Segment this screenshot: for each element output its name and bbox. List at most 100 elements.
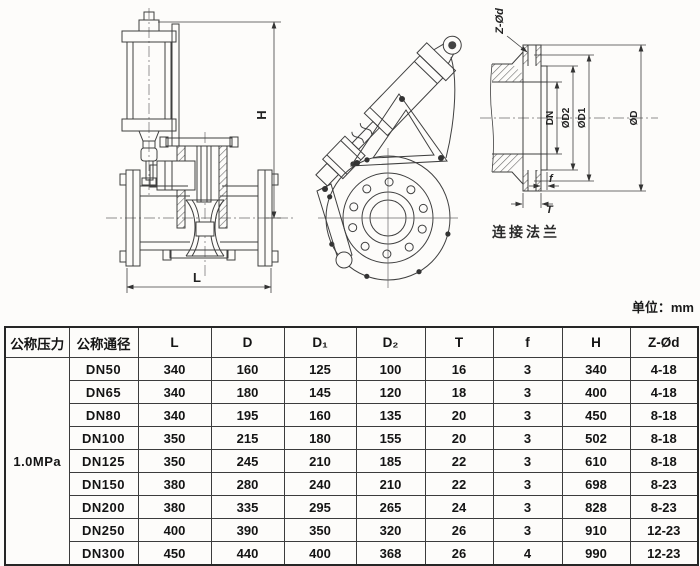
- cell: 3: [492, 357, 563, 381]
- cell: 340: [137, 357, 212, 381]
- cell: 450: [137, 541, 212, 566]
- cell: 4: [492, 541, 563, 566]
- cell: 3: [492, 472, 563, 496]
- cell: 155: [355, 426, 426, 450]
- header-row: 公称压力 公称通径 L D D₁ D₂ T f H Z-Ød: [4, 326, 699, 358]
- cell: DN250: [68, 518, 139, 542]
- cell: 240: [283, 472, 357, 496]
- cell: 320: [355, 518, 426, 542]
- cell: 400: [561, 380, 631, 404]
- cell: DN50: [68, 357, 139, 381]
- cell: 4-18: [629, 380, 699, 404]
- cell: 390: [210, 518, 285, 542]
- cell: DN200: [68, 495, 139, 519]
- table-row: DN200 380 335 295 265 24 3 828 8-23: [5, 495, 699, 519]
- cell: 380: [137, 495, 212, 519]
- d2-label: ØD2: [561, 107, 572, 128]
- cell: 340: [137, 403, 212, 427]
- table-row: DN100 350 215 180 155 20 3 502 8-18: [5, 426, 699, 450]
- cell: 295: [283, 495, 357, 519]
- cell: 16: [424, 357, 494, 381]
- table-row: DN65 340 180 145 120 18 3 400 4-18: [5, 380, 699, 404]
- table-row: 1.0MPa DN50 340 160 125 100 16 3 340 4-1…: [4, 357, 699, 566]
- cell: 3: [492, 449, 563, 473]
- cell: 340: [561, 357, 631, 381]
- bolt-count-label: Z-Ød: [494, 8, 506, 35]
- cell: 4-18: [629, 357, 699, 381]
- column-header-T: T: [424, 326, 494, 358]
- cell: 20: [424, 403, 494, 427]
- column-header-f: f: [492, 326, 563, 358]
- cell: 3: [492, 518, 563, 542]
- table-row: DN250 400 390 350 320 26 3 910 12-23: [5, 518, 699, 542]
- cell: DN300: [68, 541, 139, 566]
- column-header-Zd: Z-Ød: [629, 326, 699, 358]
- cell: 245: [210, 449, 285, 473]
- cell: 350: [137, 449, 212, 473]
- cell: 400: [137, 518, 212, 542]
- cell: 22: [424, 449, 494, 473]
- cell: 100: [355, 357, 426, 381]
- cell: 135: [355, 403, 426, 427]
- cell: 8-23: [629, 495, 699, 519]
- column-header-D: D: [210, 326, 285, 358]
- cell: 280: [210, 472, 285, 496]
- cell: 185: [355, 449, 426, 473]
- cell: 24: [424, 495, 494, 519]
- cell: 828: [561, 495, 631, 519]
- cell: 195: [210, 403, 285, 427]
- cell: 8-23: [629, 472, 699, 496]
- flange-caption: 连接法兰: [492, 224, 560, 240]
- f-label: f: [549, 173, 554, 185]
- dim-label-l: L: [193, 270, 201, 285]
- cell: 3: [492, 380, 563, 404]
- cell: 350: [283, 518, 357, 542]
- cell: 450: [561, 403, 631, 427]
- cell: 210: [355, 472, 426, 496]
- cell: 440: [210, 541, 285, 566]
- cell: 26: [424, 541, 494, 566]
- cell: 12-23: [629, 518, 699, 542]
- pressure-value-cell: 1.0MPa: [4, 357, 70, 566]
- front-view-drawing: H L: [106, 8, 296, 293]
- cell: 22: [424, 472, 494, 496]
- cell: 3: [492, 426, 563, 450]
- table-row: DN150 380 280 240 210 22 3 698 8-23: [5, 472, 699, 496]
- dimension-table: 公称压力 公称通径 L D D₁ D₂ T f H Z-Ød 1.0MPa DN…: [4, 326, 699, 566]
- cell: 335: [210, 495, 285, 519]
- cell: 350: [137, 426, 212, 450]
- d-label: ØD: [629, 111, 640, 126]
- dim-label-h: H: [254, 110, 269, 119]
- cell: 698: [561, 472, 631, 496]
- cell: 180: [210, 380, 285, 404]
- cell: 125: [283, 357, 357, 381]
- cell: 990: [561, 541, 631, 566]
- cell: 145: [283, 380, 357, 404]
- cell: 340: [137, 380, 212, 404]
- cell: 400: [283, 541, 357, 566]
- cell: 180: [283, 426, 357, 450]
- cell: 120: [355, 380, 426, 404]
- cell: 26: [424, 518, 494, 542]
- cell: 8-18: [629, 403, 699, 427]
- cell: DN80: [68, 403, 139, 427]
- cell: 12-23: [629, 541, 699, 566]
- cell: 265: [355, 495, 426, 519]
- cell: DN150: [68, 472, 139, 496]
- column-header-pressure: 公称压力: [4, 326, 70, 358]
- technical-drawings: H L: [0, 8, 700, 322]
- d1-label: ØD1: [577, 107, 588, 128]
- cell: 3: [492, 403, 563, 427]
- cell: 215: [210, 426, 285, 450]
- column-header-L: L: [137, 326, 212, 358]
- cell: 502: [561, 426, 631, 450]
- cell: 8-18: [629, 426, 699, 450]
- cell: 910: [561, 518, 631, 542]
- table-row: DN125 350 245 210 185 22 3 610 8-18: [5, 449, 699, 473]
- cell: 160: [210, 357, 285, 381]
- cell: 380: [137, 472, 212, 496]
- cell: DN100: [68, 426, 139, 450]
- cell: DN125: [68, 449, 139, 473]
- column-header-D2: D₂: [355, 326, 426, 358]
